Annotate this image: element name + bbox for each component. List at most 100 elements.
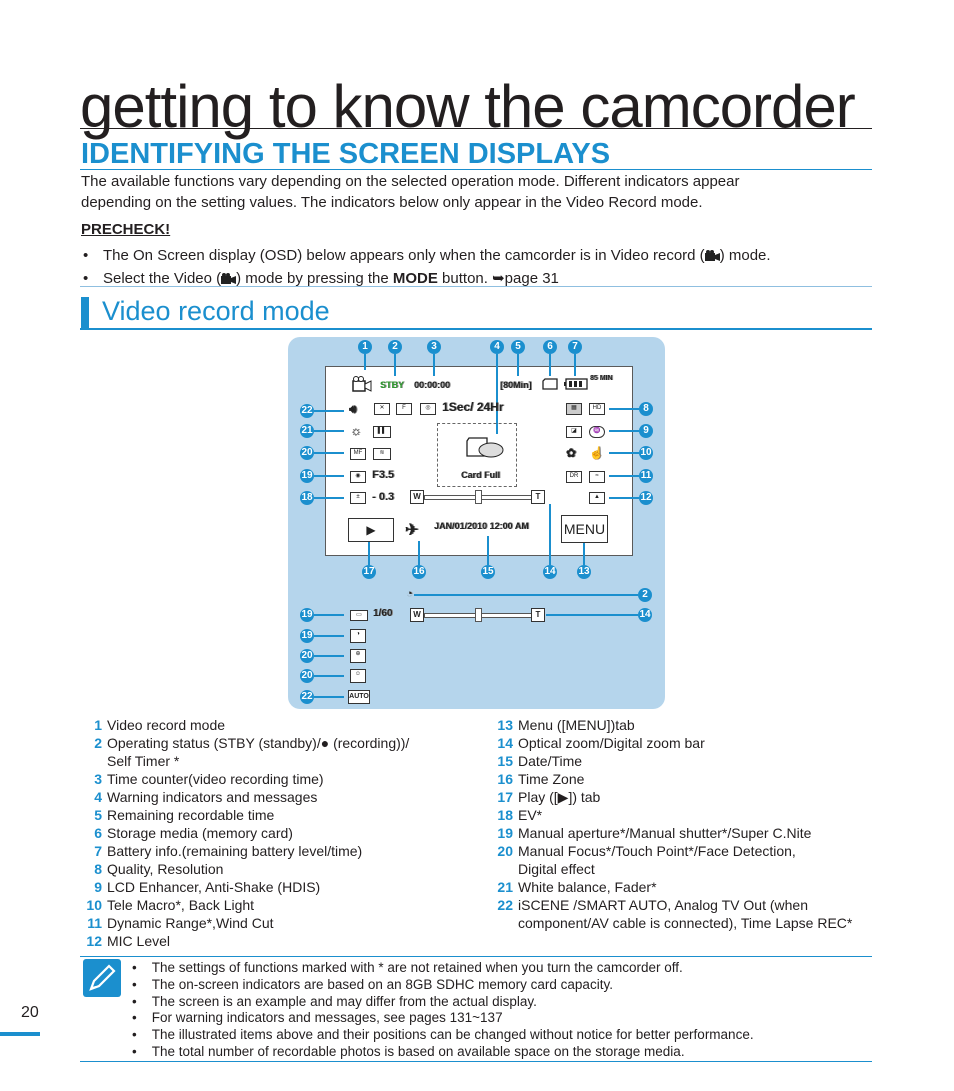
subsection-rule	[80, 328, 872, 330]
callout-14: 14	[543, 565, 557, 579]
callout-2: 2	[388, 340, 402, 354]
precheck-bullet-2: •Select the Video () mode by pressing th…	[83, 270, 559, 287]
note-item: • The screen is an example and may diffe…	[132, 993, 537, 1009]
time-counter: 00:00:00	[414, 380, 451, 390]
legend-text: White balance, Fader*	[518, 879, 657, 895]
note-item: • For warning indicators and messages, s…	[132, 1010, 503, 1026]
leader-4	[496, 354, 498, 434]
callout-4: 4	[490, 340, 504, 354]
play-tab[interactable]: ▶	[348, 518, 394, 542]
callout-7: 7	[568, 340, 582, 354]
page-number: 20	[21, 1004, 39, 1021]
ev-icon: ±	[350, 492, 366, 504]
leader-22	[314, 410, 344, 412]
manual-focus-icon: MF	[350, 448, 366, 460]
zoom-tele-label-lower: T	[531, 608, 545, 622]
scene-icon: ✕	[374, 403, 390, 415]
legend-number: 11	[87, 915, 102, 931]
zoom-thumb-lower	[475, 608, 482, 622]
callout-6: 6	[543, 340, 557, 354]
zoom-wide-label: W	[410, 490, 424, 504]
callout-20-lower-b: 20	[300, 669, 314, 683]
leader-2	[394, 354, 396, 376]
note-item: • The illustrated items above and their …	[132, 1027, 754, 1043]
legend-text: EV*	[518, 807, 543, 823]
legend-number: 21	[497, 879, 513, 895]
subsection-marker	[81, 297, 89, 329]
timelapse-value: 1Sec/ 24Hr	[442, 400, 504, 414]
memory-card-icon	[542, 378, 558, 390]
legend-text: Manual aperture*/Manual shutter*/Super C…	[518, 825, 812, 841]
note-item: • The on-screen indicators are based on …	[132, 976, 613, 992]
remaining-time: [80Min]	[500, 380, 532, 390]
card-full-message: Card Full	[461, 470, 501, 480]
card-warning-icon	[466, 437, 504, 458]
subsection-top-rule	[80, 286, 872, 287]
note-item: • The settings of functions marked with …	[132, 960, 683, 975]
menu-tab[interactable]: MENU	[561, 515, 608, 543]
leader-8	[609, 408, 639, 410]
leader-14-lower	[546, 614, 638, 616]
legend-text: Time Zone	[518, 771, 585, 787]
video-camera-icon	[221, 273, 237, 284]
tele-macro-icon: ✿	[566, 446, 577, 460]
subsection-title: Video record mode	[102, 296, 330, 326]
legend-number: 7	[94, 843, 102, 859]
callout-2-lower: 2	[638, 588, 652, 602]
legend-number: 4	[94, 789, 102, 805]
leader-19-lower-a	[314, 614, 344, 616]
video-camera-icon	[704, 250, 720, 261]
leader-21	[314, 430, 344, 432]
digital-effect-icon: ≋	[373, 448, 391, 460]
zoom-wide-label-lower: W	[410, 608, 424, 622]
legend-number: 5	[94, 807, 102, 823]
timelapse-icon: ◎	[420, 403, 436, 415]
legend-number: 2	[94, 735, 102, 751]
callout-18: 18	[300, 491, 314, 505]
legend-text: Dynamic Range*,Wind Cut	[107, 915, 274, 931]
zoom-tele-label: T	[531, 490, 545, 504]
precheck-bullet-1: •The On Screen display (OSD) below appea…	[83, 247, 771, 264]
fader-icon: F	[396, 403, 412, 415]
mode-button-label: MODE	[392, 270, 438, 287]
leader-5	[517, 354, 519, 376]
note-pencil-icon	[83, 959, 121, 997]
leader-22-lower	[314, 696, 344, 698]
leader-3	[433, 354, 435, 376]
legend-text: Storage media (memory card)	[107, 825, 293, 841]
legend-text: component/AV cable is connected), Time L…	[518, 915, 853, 931]
callout-13: 13	[577, 565, 591, 579]
legend-number: 20	[497, 843, 513, 859]
mic-icon: ▲	[589, 492, 605, 504]
callout-3: 3	[427, 340, 441, 354]
page-marker	[0, 1032, 40, 1036]
legend-number: 22	[497, 897, 513, 913]
legend-text: Tele Macro*, Back Light	[107, 897, 255, 913]
leader-6	[549, 354, 551, 376]
legend-number: 12	[86, 933, 102, 949]
legend-number: 14	[497, 735, 513, 751]
leader-14	[549, 504, 551, 565]
aperture-icon: ◉	[350, 471, 366, 483]
callout-21: 21	[300, 424, 314, 438]
callout-5: 5	[511, 340, 525, 354]
legend-text: LCD Enhancer, Anti-Shake (HDIS)	[107, 879, 321, 895]
leader-15	[487, 536, 489, 565]
leader-11	[609, 475, 639, 477]
shutter-value: 1/60	[373, 608, 393, 619]
legend-item: 11 Dynamic Range*,Wind Cut	[80, 914, 470, 932]
battery-time: 85 MIN	[590, 375, 613, 382]
